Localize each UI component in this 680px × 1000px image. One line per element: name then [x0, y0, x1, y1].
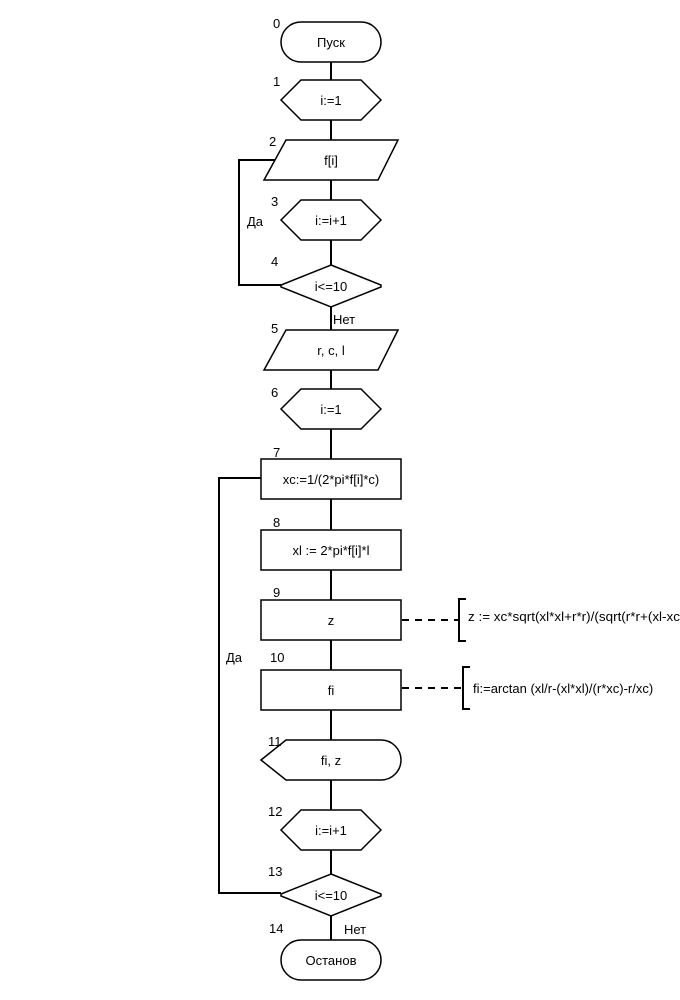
block-14-terminator: [280, 939, 382, 981]
connectors: [218, 62, 470, 940]
block-10-label: fi: [328, 683, 335, 698]
block-12-hexagon: [279, 809, 383, 851]
block-8-process: [260, 529, 402, 571]
block-12-number: 12: [268, 804, 282, 819]
block-2-label: f[i]: [324, 153, 338, 168]
block-3-label: i:=i+1: [315, 213, 347, 228]
loop1-back-connector: [238, 159, 286, 286]
loop1-no-label: Нет: [333, 312, 355, 327]
block-1-number: 1: [273, 74, 280, 89]
block-7-label: xc:=1/(2*pi*f[i]*c): [283, 472, 379, 487]
loop2-no-label: Нет: [344, 922, 366, 937]
block-3-hexagon: [279, 199, 383, 241]
block-2-parallelogram: [262, 139, 400, 181]
block-8-number: 8: [273, 515, 280, 530]
edge-labels: Да Нет Да Нет: [226, 214, 366, 937]
block-0-number: 0: [273, 16, 280, 31]
block-4-label: i<=10: [315, 279, 348, 294]
block-0-terminator: [280, 21, 382, 63]
block-8-label: xl := 2*pi*f[i]*l: [293, 543, 370, 558]
block-12-label: i:=i+1: [315, 823, 347, 838]
block-7-process: [260, 458, 402, 500]
block-1-hexagon: [279, 79, 383, 121]
block-13-label: i<=10: [315, 888, 348, 903]
block-0-label: Пуск: [317, 35, 345, 50]
block-5-label: r, c, l: [317, 343, 345, 358]
comment-block-9: z := xc*sqrt(xl*xl+r*r)/(sqrt(r*r+(xl-xc: [468, 609, 680, 624]
block-7-number: 7: [273, 445, 280, 460]
block-14-number: 14: [269, 921, 283, 936]
loop1-yes-label: Да: [247, 214, 264, 229]
block-13-decision: [280, 873, 382, 917]
block-2-number: 2: [269, 134, 276, 149]
block-11-display: [259, 739, 402, 781]
comment-block-10: fi:=arctan (xl/r-(xl*xl)/(r*xc)-r/xc): [473, 681, 653, 696]
block-6-number: 6: [271, 385, 278, 400]
block-13-number: 13: [268, 864, 282, 879]
comments: z := xc*sqrt(xl*xl+r*r)/(sqrt(r*r+(xl-xc…: [468, 609, 680, 696]
block-10-number: 10: [270, 650, 284, 665]
comment-bracket-9: [458, 598, 466, 642]
block-11-label: fi, z: [321, 753, 341, 768]
block-5-number: 5: [271, 321, 278, 336]
block-4-number: 4: [271, 254, 278, 269]
block-3-number: 3: [271, 194, 278, 209]
block-numbers: 0 1 2 3 4 5 6 7 8 9 10 11 12 13 14: [268, 16, 284, 936]
block-6-label: i:=1: [320, 402, 341, 417]
block-1-label: i:=1: [320, 93, 341, 108]
block-labels: Пуск i:=1 f[i] i:=i+1 i<=10 r, c, l i:=1…: [283, 35, 379, 968]
block-5-parallelogram: [262, 329, 400, 371]
block-14-label: Останов: [306, 953, 357, 968]
block-9-number: 9: [273, 585, 280, 600]
block-10-process: [260, 669, 402, 711]
comment-bracket-10: [462, 666, 470, 710]
block-4-decision: [280, 264, 382, 308]
loop2-yes-label: Да: [226, 650, 243, 665]
block-9-label: z: [328, 613, 335, 628]
block-9-process: [260, 599, 402, 641]
loop2-back-connector: [218, 477, 281, 894]
block-11-number: 11: [268, 734, 282, 749]
block-6-hexagon: [279, 388, 383, 430]
blocks: [259, 21, 402, 981]
